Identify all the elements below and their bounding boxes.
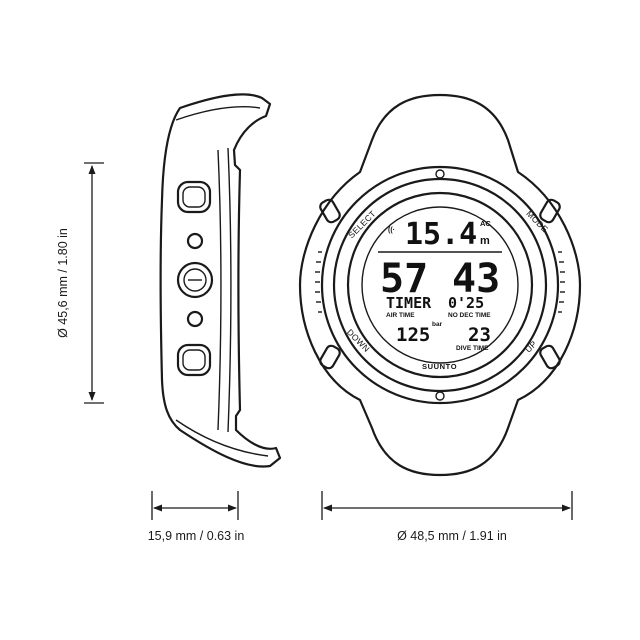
front-view: SELECT MODE DOWN UP ((· 15.4 AC m 57 43 … <box>298 93 582 477</box>
dial-ring <box>346 191 534 379</box>
mode-button <box>539 198 561 224</box>
timer-value: 0'25 <box>448 294 484 312</box>
depth-suffix: AC <box>480 219 491 228</box>
side-small-button-upper <box>186 232 204 250</box>
select-button <box>319 198 341 224</box>
side-view <box>159 93 282 468</box>
side-center-crown <box>176 261 214 299</box>
front-width-label: Ø 48,5 mm / 1.91 in <box>397 529 507 543</box>
down-button <box>319 344 341 370</box>
signal-icon: ((· <box>388 227 395 234</box>
side-width-dimension: 15,9 mm / 0.63 in <box>148 491 245 543</box>
display-ring <box>361 206 519 364</box>
brand-logo: SUUNTO <box>422 362 457 371</box>
height-label: Ø 45,6 mm / 1.80 in <box>56 228 70 338</box>
strap-lower-inner <box>175 419 269 457</box>
right-grip-ridges <box>558 251 565 313</box>
case-back-edge <box>227 147 232 433</box>
side-top-button <box>176 180 212 214</box>
pressure-value: 125 <box>396 324 430 346</box>
up-button <box>539 344 561 370</box>
front-strap-outline <box>298 93 582 477</box>
side-bottom-button <box>176 343 212 377</box>
left-big-value: 57 <box>380 256 428 302</box>
side-view-outline <box>159 93 282 468</box>
top-screw-icon <box>435 169 445 179</box>
timer-label: TIMER <box>386 294 432 312</box>
depth-value: 15.4 <box>405 217 477 252</box>
height-dimension: Ø 45,6 mm / 1.80 in <box>56 162 104 404</box>
bar-unit: bar <box>432 321 443 328</box>
bottom-screw-icon <box>435 391 445 401</box>
left-grip-ridges <box>315 251 322 313</box>
bezel-inner-ring <box>332 177 548 393</box>
bezel-outer-ring <box>320 165 560 405</box>
dive-time-value: 23 <box>468 324 491 346</box>
right-big-value: 43 <box>452 256 500 302</box>
no-dec-time-label: NO DEC TIME <box>448 312 491 319</box>
dive-time-label: DIVE TIME <box>456 345 489 352</box>
front-width-dimension: Ø 48,5 mm / 1.91 in <box>321 491 573 543</box>
lcd-display: ((· 15.4 AC m 57 43 TIMER 0'25 AIR TIME … <box>378 217 502 371</box>
side-width-label: 15,9 mm / 0.63 in <box>148 529 245 543</box>
side-small-button-lower <box>186 310 204 328</box>
case-front-edge <box>217 149 222 431</box>
strap-upper-inner <box>175 106 261 121</box>
depth-unit: m <box>480 235 490 247</box>
air-time-label: AIR TIME <box>386 312 415 319</box>
